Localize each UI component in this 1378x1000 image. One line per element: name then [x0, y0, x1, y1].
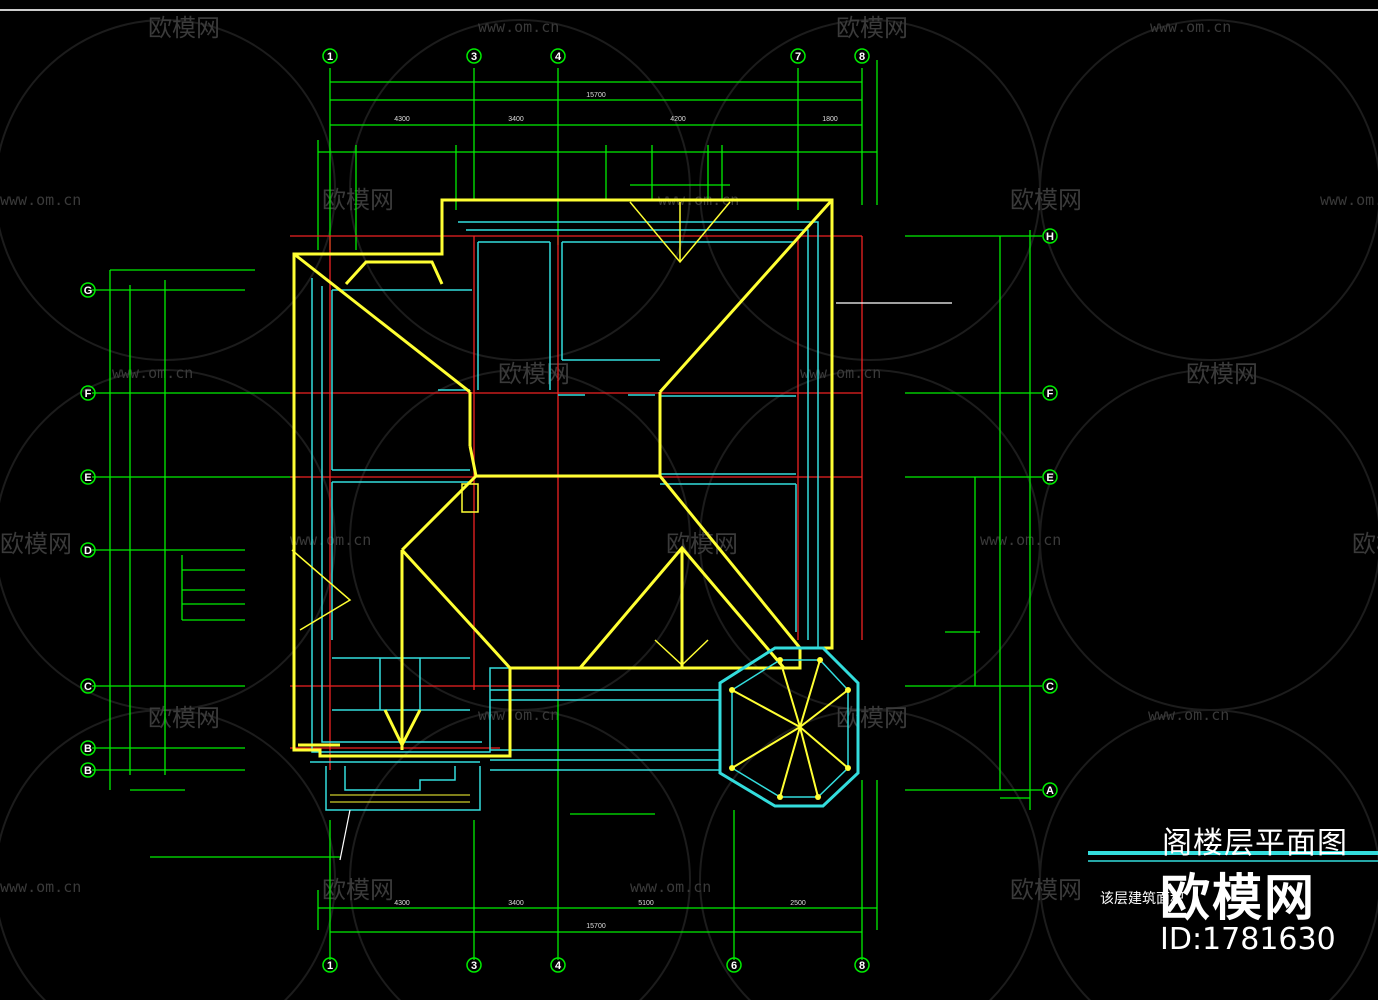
- watermark-text: 欧模网: [498, 360, 570, 388]
- axis-label: A: [1046, 785, 1054, 797]
- image-id: ID:1781630: [1160, 922, 1336, 957]
- roof-outline-yellow: [292, 198, 834, 758]
- axis-label: B: [84, 765, 92, 777]
- leader-lines: [339, 302, 952, 861]
- bottom-axis-bubbles: 1 3 4 6 8: [322, 957, 870, 973]
- bottom-dimension-lines: [150, 690, 878, 960]
- axis-label: 6: [731, 960, 737, 972]
- watermark-text: 欧模网: [0, 530, 72, 558]
- axis-label: 8: [859, 51, 865, 63]
- watermark-text: 欧模网: [322, 876, 394, 904]
- watermark-text: 欧模网: [836, 704, 908, 732]
- left-axis-bubbles: G F E D C B B: [80, 282, 96, 778]
- axis-label: C: [1046, 681, 1054, 693]
- watermark-text: 欧模网: [1352, 530, 1378, 558]
- watermark-text: 欧模网: [1186, 360, 1258, 388]
- axis-label: H: [1046, 231, 1054, 243]
- axis-label: 3: [471, 51, 477, 63]
- dim-text: 1800: [822, 116, 838, 123]
- top-dimension-lines: [317, 60, 878, 250]
- watermark-url: www.om.cn: [478, 706, 559, 724]
- watermark-url: www.om.cn: [1148, 706, 1229, 724]
- watermark-url: www.om.cn: [1320, 191, 1378, 209]
- watermark-url: www.om.cn: [112, 364, 193, 382]
- watermark-url: www.om.cn: [0, 878, 81, 896]
- watermark-text: 欧模网: [836, 14, 908, 42]
- watermark-circles: [0, 19, 1378, 1000]
- axis-label: 8: [859, 960, 865, 972]
- axis-label: C: [84, 681, 92, 693]
- drawing-subtitle: 该层建筑面积: [1100, 891, 1184, 907]
- axis-label: 7: [795, 51, 801, 63]
- dim-text: 4200: [670, 116, 686, 123]
- inner-walls-cyan: [310, 221, 819, 771]
- axis-label: E: [84, 472, 91, 484]
- watermark-url: www.om.cn: [1150, 18, 1231, 36]
- watermark-url: www.om.cn: [478, 18, 559, 36]
- dim-text: 4300: [394, 900, 410, 907]
- watermark-url: www.om.cn: [0, 191, 81, 209]
- dim-text: 15700: [586, 923, 606, 930]
- watermark-url: www.om.cn: [800, 364, 881, 382]
- top-axis-bubbles: 1 3 4 7 8: [322, 48, 870, 64]
- right-dimension-lines: [905, 230, 1042, 810]
- title-block: 阁楼层平面图: [1162, 818, 1348, 862]
- right-axis-bubbles: H F E C A: [1042, 228, 1058, 798]
- left-dimension-lines: [92, 269, 300, 791]
- watermark-text: 欧模网: [322, 186, 394, 214]
- axis-label: 3: [471, 960, 477, 972]
- dim-text: 4300: [394, 116, 410, 123]
- title-underline: [1088, 851, 1378, 862]
- watermark-text: 欧模网: [148, 14, 220, 42]
- watermark-text: 欧模网: [148, 704, 220, 732]
- axis-label: F: [85, 388, 92, 400]
- watermark-text: 欧模网: [1010, 876, 1082, 904]
- watermark-url: www.om.cn: [980, 531, 1061, 549]
- brand-logo: 欧模网: [1160, 869, 1316, 927]
- balcony: [325, 766, 481, 811]
- axis-label: F: [1047, 388, 1054, 400]
- drawing-title: 阁楼层平面图: [1162, 826, 1348, 861]
- watermark-url: www.om.cn: [630, 878, 711, 896]
- axis-label: 1: [327, 960, 333, 972]
- dimension-texts: 15700 4300 3400 4200 1800 15700 4300 340…: [394, 92, 838, 930]
- dim-text: 2500: [790, 900, 806, 907]
- axis-label: 1: [327, 51, 333, 63]
- axis-label: 4: [555, 960, 562, 972]
- axis-label: B: [84, 743, 92, 755]
- balcony-hatch: [330, 794, 470, 803]
- watermark-text: 欧模网: [1010, 186, 1082, 214]
- axis-label: D: [84, 545, 92, 557]
- octagon-gazebo: [718, 646, 860, 808]
- dim-text: 5100: [638, 900, 654, 907]
- axis-label: G: [84, 285, 93, 297]
- axis-label: 4: [555, 51, 562, 63]
- dormer-lines: [291, 201, 731, 667]
- dim-text: 3400: [508, 116, 524, 123]
- axis-label: E: [1046, 472, 1053, 484]
- dim-text: 15700: [586, 92, 606, 99]
- dim-text: 3400: [508, 900, 524, 907]
